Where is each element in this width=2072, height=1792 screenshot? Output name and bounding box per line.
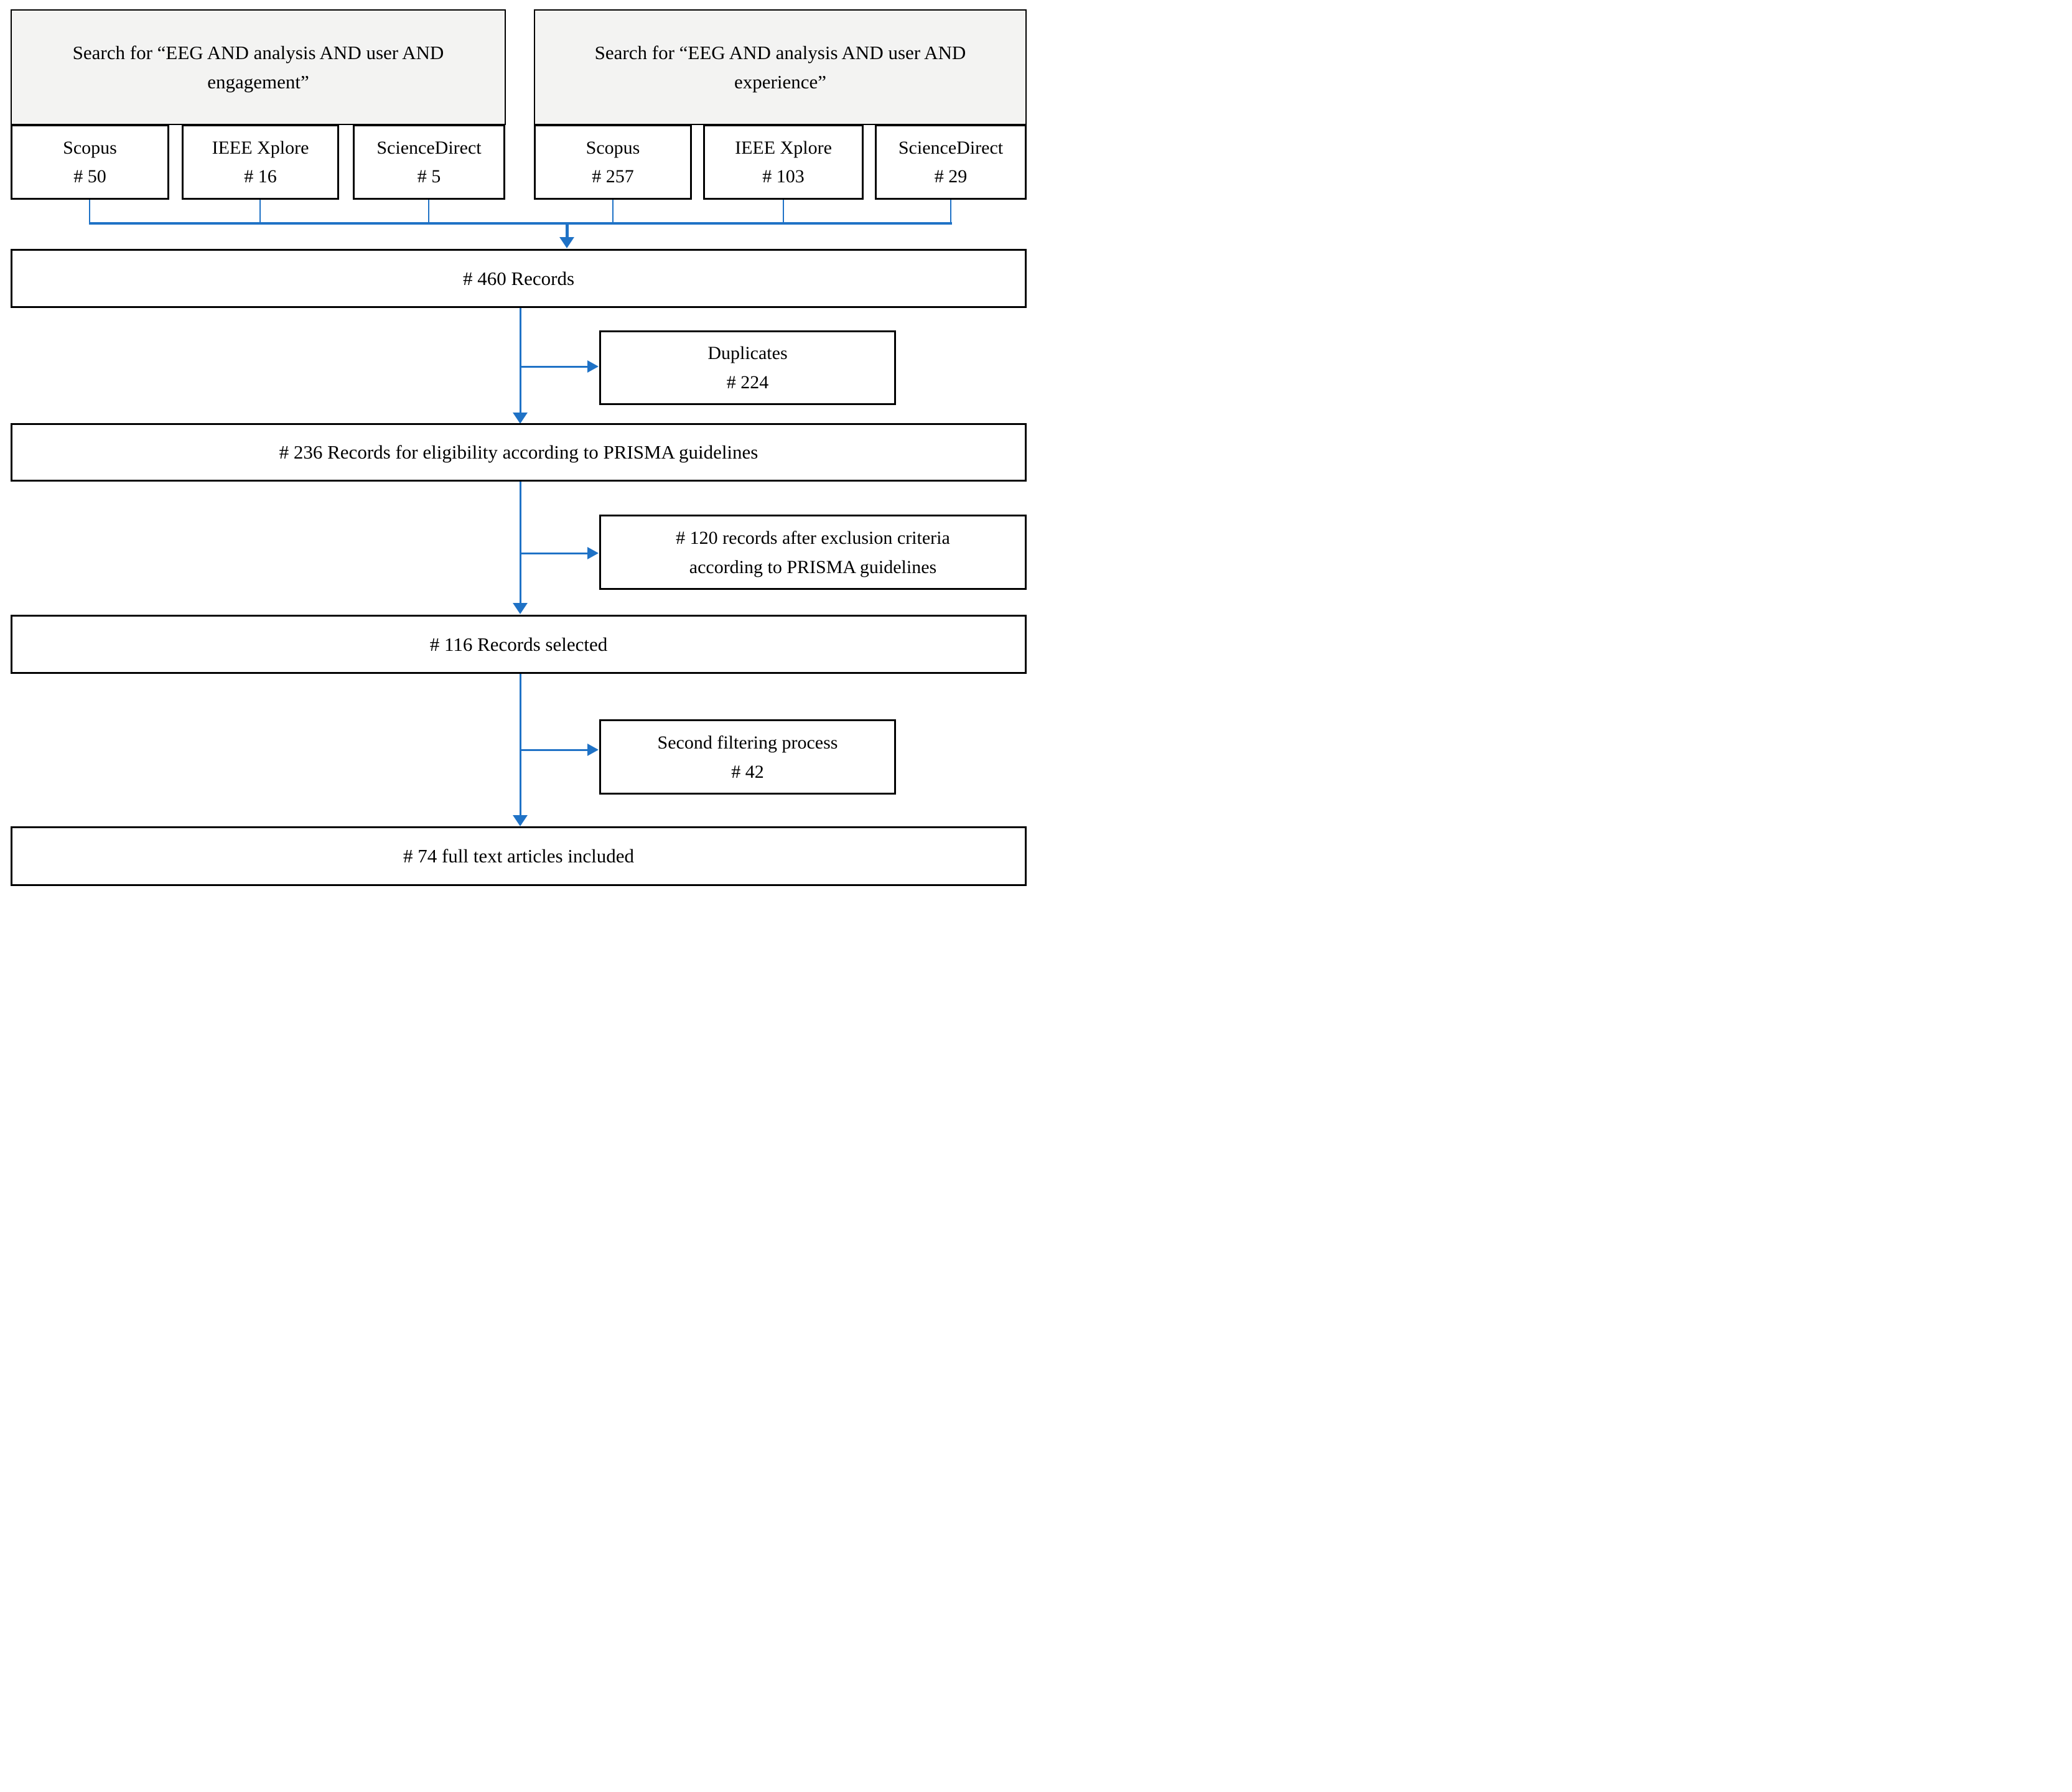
right-arrowhead-icon xyxy=(587,744,599,756)
included-box: # 74 full text articles included xyxy=(11,826,1027,886)
source-box-scopus-engagement: Scopus # 50 xyxy=(11,124,169,200)
records-total-label: # 460 Records xyxy=(462,267,575,289)
prisma-flow-diagram: Search for “EEG AND analysis AND user AN… xyxy=(0,0,1036,896)
included-label: # 74 full text articles included xyxy=(403,845,635,867)
down-arrowhead-icon xyxy=(513,413,528,424)
down-arrowhead-icon xyxy=(513,603,528,614)
flow-line xyxy=(520,482,521,604)
flow-line xyxy=(520,308,521,414)
source-name: IEEE Xplore xyxy=(735,137,832,158)
branch-line-exclusion xyxy=(520,553,589,554)
flow-line xyxy=(520,674,521,816)
source-name: ScienceDirect xyxy=(376,137,482,158)
source-count: # 50 xyxy=(73,166,106,187)
connector-stub xyxy=(428,200,429,223)
right-arrowhead-icon xyxy=(587,360,599,373)
exclusion-box: # 120 records after exclusion criteria a… xyxy=(599,515,1027,590)
branch-line-duplicates xyxy=(520,366,589,368)
duplicates-count: # 224 xyxy=(726,372,769,393)
source-name: ScienceDirect xyxy=(898,137,1004,158)
merge-arrow-shaft xyxy=(566,222,569,238)
source-count: # 16 xyxy=(244,166,277,187)
connector-stub xyxy=(259,200,261,223)
duplicates-label: Duplicates xyxy=(707,343,788,363)
source-count: # 257 xyxy=(592,166,634,187)
records-total-box: # 460 Records xyxy=(11,249,1027,308)
source-box-ieee-experience: IEEE Xplore # 103 xyxy=(703,124,864,200)
selected-label: # 116 Records selected xyxy=(429,633,608,655)
down-arrowhead-icon xyxy=(559,237,574,248)
connector-stub xyxy=(950,200,951,223)
source-name: Scopus xyxy=(586,137,640,158)
source-box-sciencedirect-experience: ScienceDirect # 29 xyxy=(875,124,1027,200)
search-query-line: engagement” xyxy=(207,71,309,93)
search-query-box-experience: Search for “EEG AND analysis AND user AN… xyxy=(534,9,1027,125)
exclusion-line: # 120 records after exclusion criteria xyxy=(676,527,950,548)
source-name: IEEE Xplore xyxy=(212,137,309,158)
source-box-ieee-engagement: IEEE Xplore # 16 xyxy=(182,124,339,200)
right-arrowhead-icon xyxy=(587,547,599,559)
search-query-line: experience” xyxy=(734,71,826,93)
source-count: # 29 xyxy=(934,166,968,187)
source-box-sciencedirect-engagement: ScienceDirect # 5 xyxy=(353,124,505,200)
merge-line xyxy=(89,222,952,225)
branch-line-second-filter xyxy=(520,749,589,751)
exclusion-line: according to PRISMA guidelines xyxy=(689,556,937,577)
duplicates-box: Duplicates # 224 xyxy=(599,330,896,405)
connector-stub xyxy=(612,200,614,223)
connector-stub xyxy=(783,200,784,223)
source-box-scopus-experience: Scopus # 257 xyxy=(534,124,692,200)
selected-box: # 116 Records selected xyxy=(11,615,1027,674)
search-query-line: Search for “EEG AND analysis AND user AN… xyxy=(72,42,444,63)
second-filter-label: Second filtering process xyxy=(657,732,838,753)
source-count: # 103 xyxy=(762,166,805,187)
down-arrowhead-icon xyxy=(513,815,528,826)
source-name: Scopus xyxy=(63,137,117,158)
search-query-box-engagement: Search for “EEG AND analysis AND user AN… xyxy=(11,9,506,125)
second-filter-count: # 42 xyxy=(731,761,764,782)
search-query-line: Search for “EEG AND analysis AND user AN… xyxy=(594,42,966,63)
eligibility-label: # 236 Records for eligibility according … xyxy=(279,441,758,463)
second-filter-box: Second filtering process # 42 xyxy=(599,719,896,795)
source-count: # 5 xyxy=(417,166,441,187)
connector-stub xyxy=(89,200,90,223)
eligibility-box: # 236 Records for eligibility according … xyxy=(11,423,1027,482)
